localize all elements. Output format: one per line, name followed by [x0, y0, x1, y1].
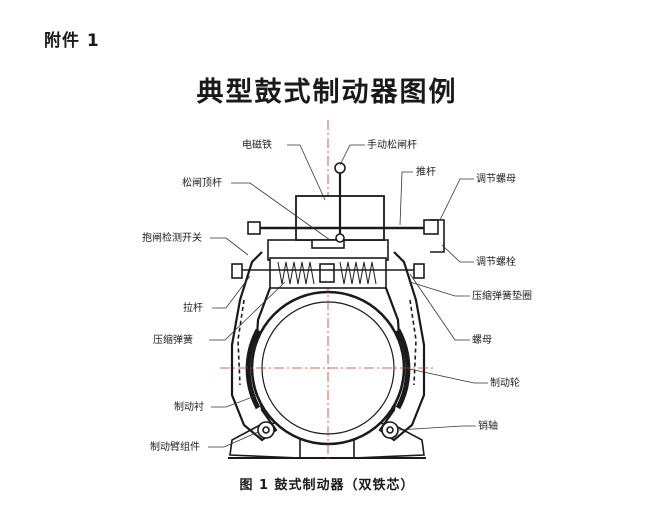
- label-adjust-bolt: 调节螺栓: [476, 255, 516, 268]
- label-pull-rod: 拉杆: [183, 301, 203, 314]
- label-manual-release-lever: 手动松闸杆: [367, 138, 417, 151]
- page-title: 典型鼓式制动器图例: [196, 77, 458, 108]
- attachment-label: 附件 1: [44, 31, 100, 51]
- pin-shaft-right: [381, 421, 399, 439]
- label-nut: 螺母: [472, 334, 492, 346]
- label-adjust-nut-top: 调节螺母: [476, 173, 516, 185]
- compression-spring-left: [277, 261, 315, 285]
- label-push-rod: 推杆: [416, 165, 436, 178]
- label-spring-washer: 压缩弹簧垫圈: [472, 289, 532, 302]
- figure-caption: 图 1 鼓式制动器（双铁芯）: [239, 478, 415, 493]
- pin-shaft-left: [257, 421, 275, 439]
- brake-arm-right: [373, 251, 426, 442]
- brake-arm-left: [230, 251, 283, 442]
- label-pin-shaft: 销轴: [478, 419, 498, 432]
- compression-spring-right: [339, 261, 377, 285]
- brake-lining-left: [245, 328, 261, 410]
- label-brake-wheel: 制动轮: [490, 376, 520, 389]
- label-brake-detect-switch: 抱闸检测开关: [142, 231, 202, 244]
- label-electromagnet: 电磁铁: [242, 138, 272, 151]
- label-brake-lining: 制动衬: [174, 400, 204, 413]
- label-release-detect-lever: 松闸顶杆: [182, 176, 222, 189]
- label-brake-arm-assembly: 制动臂组件: [150, 440, 200, 453]
- label-compression-spring: 压缩弹簧: [153, 333, 193, 346]
